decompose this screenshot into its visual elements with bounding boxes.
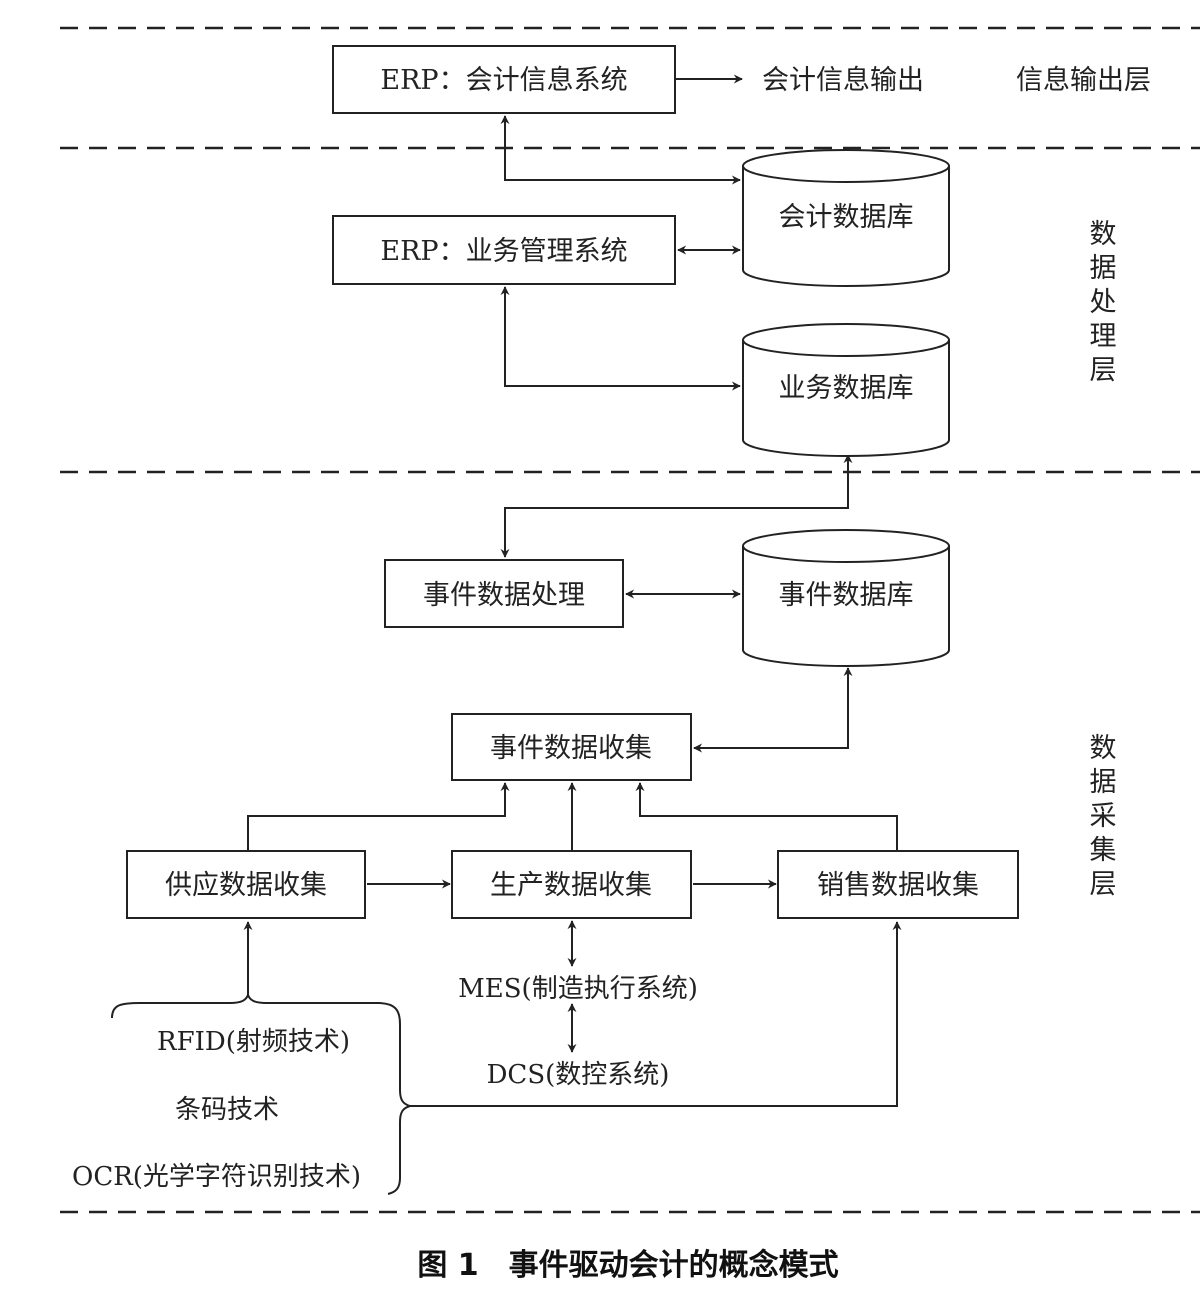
- figure-caption: 图 1 事件驱动会计的概念模式: [417, 1248, 838, 1283]
- layer-label-processing: 数据处理层: [1090, 219, 1117, 386]
- arrow-businessdb-event-processing: [500, 454, 853, 558]
- node-supply-collection-label: 供应数据收集: [165, 870, 327, 901]
- arrow-tech-sales: [410, 921, 902, 1107]
- node-accounting-db-label: 会计数据库: [779, 202, 914, 233]
- tech-rfid-label: RFID(射频技术): [157, 1027, 350, 1057]
- node-accounting-db: [742, 149, 950, 287]
- node-event-collection: [451, 713, 692, 781]
- node-erp-business: [332, 215, 676, 285]
- arrow-business-business-db: [500, 286, 741, 391]
- arrow-supply-event-collection: [247, 782, 510, 850]
- node-sales-collection-label: 销售数据收集: [817, 870, 979, 901]
- node-event-processing-label: 事件数据处理: [423, 580, 585, 611]
- arrow-erp-accounting-db: [500, 115, 741, 185]
- tech-barcode-label: 条码技术: [175, 1095, 279, 1125]
- tech-mes-label: MES(制造执行系统): [458, 974, 698, 1004]
- node-sales-collection: [777, 850, 1019, 919]
- node-supply-collection: [126, 850, 366, 919]
- node-erp-accounting: [332, 45, 676, 114]
- node-erp-business-label: ERP：业务管理系统: [380, 236, 627, 267]
- node-event-collection-label: 事件数据收集: [490, 733, 652, 764]
- node-production-collection: [451, 850, 692, 919]
- brace-right: [387, 1024, 414, 1195]
- layer-label-collection: 数据采集层: [1090, 733, 1117, 900]
- arrow-sales-event-collection: [635, 782, 898, 850]
- node-production-collection-label: 生产数据收集: [490, 870, 652, 901]
- tech-dcs-label: DCS(数控系统): [487, 1060, 670, 1090]
- node-event-db-label: 事件数据库: [779, 580, 914, 611]
- tech-ocr-label: OCR(光学字符识别技术): [72, 1162, 361, 1192]
- brace-top: [111, 992, 401, 1025]
- node-erp-accounting-label: ERP：会计信息系统: [380, 65, 627, 96]
- node-business-db-label: 业务数据库: [779, 373, 914, 404]
- connectors: [111, 74, 902, 1195]
- node-event-processing: [384, 559, 624, 628]
- node-event-db: [742, 529, 950, 667]
- node-accounting-output-label: 会计信息输出: [762, 65, 924, 96]
- arrow-event-collection-event-db: [693, 667, 853, 753]
- node-business-db: [742, 323, 950, 457]
- layer-label-output: 信息输出层: [1016, 65, 1151, 96]
